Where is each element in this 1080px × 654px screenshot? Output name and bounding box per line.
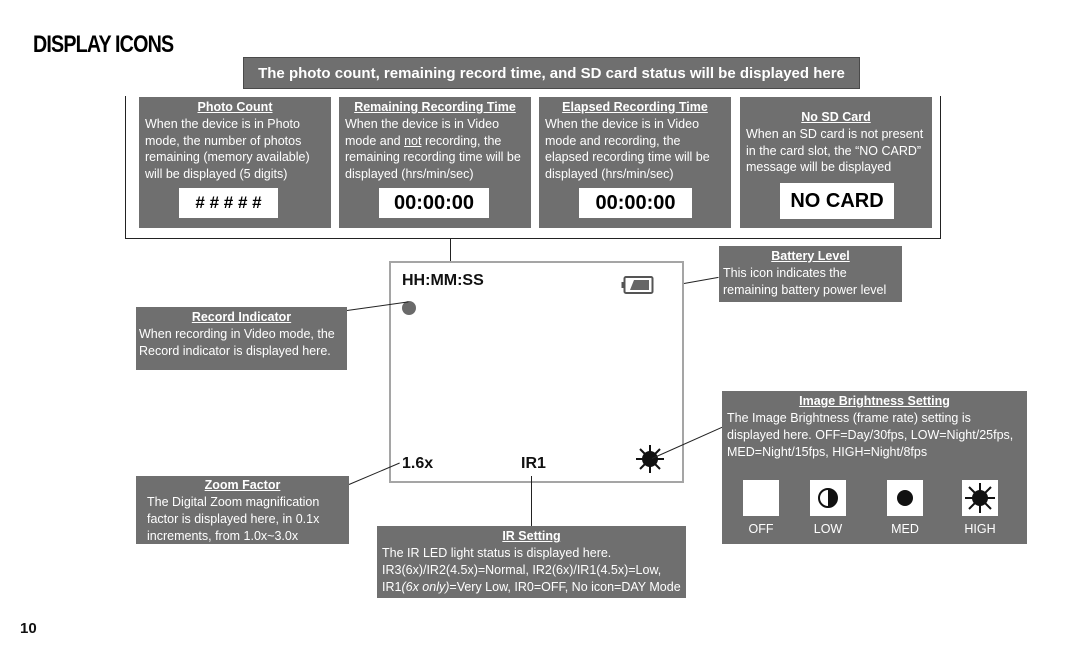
brightness-off-icon — [743, 480, 779, 516]
zoom-callout: Zoom Factor The Digital Zoom magnificati… — [136, 476, 349, 544]
brightness-med-icon — [887, 480, 923, 516]
callout-heading: Image Brightness Setting — [799, 394, 950, 408]
callout-heading: Zoom Factor — [204, 478, 281, 492]
card-body: When the device is in Video mode and rec… — [545, 116, 710, 182]
callout-text: IR1 — [382, 580, 402, 594]
card-body-emphasis: not — [404, 133, 422, 148]
remaining-time-display: 00:00:00 — [379, 188, 489, 218]
card-heading: Remaining Recording Time — [354, 100, 516, 114]
brightness-callout: Image Brightness Setting The Image Brigh… — [722, 391, 1027, 544]
brightness-high-icon — [634, 443, 666, 475]
callout-body-line: The IR LED light status is displayed her… — [382, 546, 612, 560]
page-title: DISPLAY ICONS — [33, 31, 174, 58]
photo-count-card: Photo Count When the device is in Photo … — [139, 97, 331, 228]
card-heading: No SD Card — [801, 110, 871, 124]
card-heading: Photo Count — [197, 100, 273, 114]
callout-body: This icon indicates the remaining batter… — [723, 266, 887, 297]
card-body-text: When the device is in Video mode and — [345, 116, 500, 148]
callout-heading: Battery Level — [771, 249, 850, 263]
cards-frame — [125, 96, 941, 239]
brightness-low-icon — [810, 480, 846, 516]
brightness-low-label: LOW — [813, 522, 843, 536]
card-heading: Elapsed Recording Time — [562, 100, 708, 114]
callout-text: =Very Low, IR0=OFF, No icon=DAY Mode — [449, 580, 681, 594]
callout-body-line: IR1(6x only)=Very Low, IR0=OFF, No icon=… — [382, 579, 681, 596]
callout-body: When recording in Video mode, the Record… — [139, 327, 335, 358]
card-body: When an SD card is not present in the ca… — [746, 126, 924, 175]
card-body-text: recording, the remaining recording time … — [345, 133, 521, 182]
screen-ir: IR1 — [521, 455, 546, 472]
connector-line — [683, 276, 719, 284]
record-callout: Record Indicator When recording in Video… — [136, 307, 347, 370]
screen-zoom: 1.6x — [402, 455, 434, 472]
camera-screen — [389, 261, 684, 483]
brightness-high-label: HIGH — [964, 522, 996, 536]
callout-body: The Digital Zoom magnification factor is… — [147, 495, 320, 543]
remaining-time-card: Remaining Recording Time When the device… — [339, 97, 531, 228]
connector-line — [450, 239, 451, 261]
battery-icon — [620, 275, 654, 295]
photo-count-display: # # # # # — [179, 188, 278, 218]
brightness-med-label: MED — [891, 522, 919, 536]
connector-line — [531, 476, 532, 526]
brightness-off-label: OFF — [748, 522, 774, 536]
brightness-high-icon — [962, 480, 998, 516]
card-body: When the device is in Video mode and not… — [345, 116, 525, 183]
no-card-display: NO CARD — [780, 183, 894, 219]
elapsed-time-display: 00:00:00 — [579, 188, 692, 218]
callout-heading: IR Setting — [502, 529, 561, 543]
callout-text-italic: (6x only) — [401, 580, 450, 594]
info-banner: The photo count, remaining record time, … — [243, 57, 860, 89]
page-number: 10 — [20, 620, 37, 637]
callout-body-line: IR3(6x)/IR2(4.5x)=Normal, IR2(6x)/IR1(4.… — [382, 563, 662, 577]
record-indicator-icon — [402, 301, 416, 315]
callout-heading: Record Indicator — [191, 310, 292, 324]
callout-body: The Image Brightness (frame rate) settin… — [727, 411, 1014, 459]
ir-callout: IR Setting The IR LED light status is di… — [377, 526, 686, 598]
card-body: When the device is in Photo mode, the nu… — [145, 116, 310, 182]
battery-callout: Battery Level This icon indicates the re… — [719, 246, 902, 302]
screen-time: HH:MM:SS — [402, 272, 484, 289]
